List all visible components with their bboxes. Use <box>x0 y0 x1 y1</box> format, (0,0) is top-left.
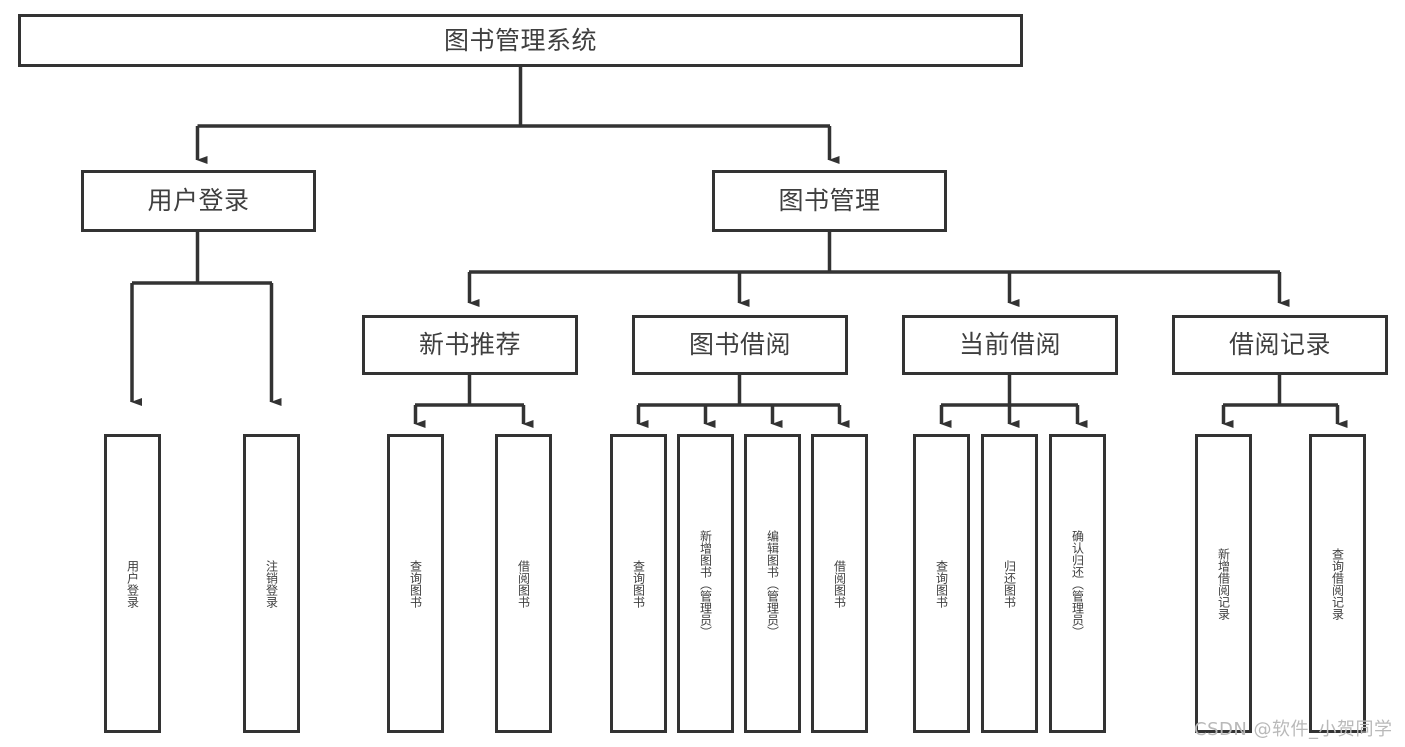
node-leaf-query-record[interactable]: 查询借阅记录 <box>1309 434 1366 733</box>
node-user-login-label: 用户登录 <box>147 186 250 215</box>
node-book-borrow[interactable]: 图书借阅 <box>632 315 848 375</box>
node-current-borrow[interactable]: 当前借阅 <box>902 315 1118 375</box>
csdn-watermark: CSDN @软件_小贺同学 <box>1194 719 1393 740</box>
node-leaf-add-book-label: 新增图书（管理员） <box>698 529 713 638</box>
node-leaf-borrow-book-2-label: 借阅图书 <box>832 559 847 608</box>
node-leaf-query-record-label: 查询借阅记录 <box>1330 547 1345 620</box>
node-leaf-logout[interactable]: 注销登录 <box>243 434 300 733</box>
node-borrow-record[interactable]: 借阅记录 <box>1172 315 1388 375</box>
node-leaf-return-book[interactable]: 归还图书 <box>981 434 1038 733</box>
node-root[interactable]: 图书管理系统 <box>18 14 1023 67</box>
node-current-borrow-label: 当前借阅 <box>958 330 1061 359</box>
node-leaf-query-book-2[interactable]: 查询图书 <box>610 434 667 733</box>
node-leaf-return-book-label: 归还图书 <box>1002 559 1017 608</box>
node-book-borrow-label: 图书借阅 <box>688 330 791 359</box>
node-leaf-edit-book-label: 编辑图书（管理员） <box>765 529 780 638</box>
node-leaf-add-book[interactable]: 新增图书（管理员） <box>677 434 734 733</box>
node-leaf-user-login[interactable]: 用户登录 <box>104 434 161 733</box>
node-leaf-borrow-book-2[interactable]: 借阅图书 <box>811 434 868 733</box>
node-book-manage[interactable]: 图书管理 <box>712 170 947 232</box>
node-user-login[interactable]: 用户登录 <box>81 170 316 232</box>
node-leaf-borrow-book-1-label: 借阅图书 <box>516 559 531 608</box>
node-leaf-query-book-3-label: 查询图书 <box>934 559 949 608</box>
node-leaf-borrow-book-1[interactable]: 借阅图书 <box>495 434 552 733</box>
node-book-manage-label: 图书管理 <box>778 186 881 215</box>
node-leaf-confirm-return-label: 确认归还（管理员） <box>1070 529 1085 638</box>
node-new-book-rec[interactable]: 新书推荐 <box>362 315 578 375</box>
node-root-label: 图书管理系统 <box>443 25 597 55</box>
node-borrow-record-label: 借阅记录 <box>1228 330 1331 359</box>
node-leaf-query-book-3[interactable]: 查询图书 <box>913 434 970 733</box>
node-leaf-query-book-1[interactable]: 查询图书 <box>387 434 444 733</box>
node-leaf-query-book-1-label: 查询图书 <box>408 559 423 608</box>
node-leaf-add-record-label: 新增借阅记录 <box>1216 547 1231 620</box>
node-new-book-rec-label: 新书推荐 <box>418 330 521 359</box>
node-leaf-logout-label: 注销登录 <box>264 559 279 608</box>
node-leaf-confirm-return[interactable]: 确认归还（管理员） <box>1049 434 1106 733</box>
node-leaf-query-book-2-label: 查询图书 <box>631 559 646 608</box>
node-leaf-edit-book[interactable]: 编辑图书（管理员） <box>744 434 801 733</box>
node-leaf-user-login-label: 用户登录 <box>125 559 140 608</box>
node-leaf-add-record[interactable]: 新增借阅记录 <box>1195 434 1252 733</box>
